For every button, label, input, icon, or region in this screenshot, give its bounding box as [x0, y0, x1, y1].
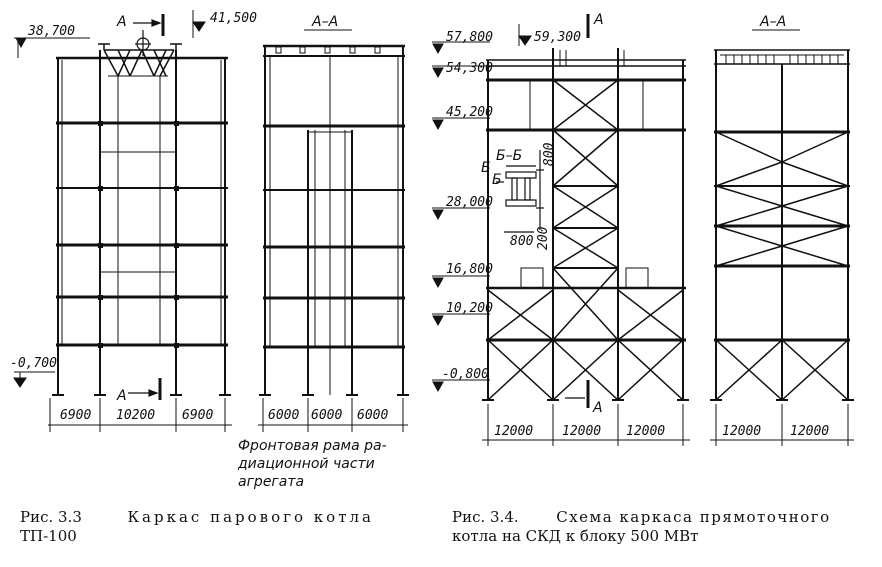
fig33-section-cut-mark — [128, 14, 165, 400]
fig34-caption-title: Схема каркаса прямоточного — [556, 508, 831, 526]
fig34-section-hangers — [720, 54, 844, 64]
fig34-elev-28000: 28,000 — [446, 195, 493, 210]
fig33-inner-lines — [61, 60, 222, 345]
fig34-elev-16800: 16,800 — [446, 262, 493, 277]
fig34-section-bracing — [715, 131, 849, 401]
fig33-section-inner — [269, 46, 399, 395]
fig33-top-elev-41500: 41,500 — [210, 11, 257, 26]
fig34-section-frame — [710, 49, 854, 401]
fig34-caption: Рис. 3.4. Схема каркаса прямоточного — [452, 508, 831, 527]
fig34-dim-2: 12000 — [562, 424, 601, 439]
fig34-dim-1: 12000 — [494, 424, 533, 439]
fig33-dim-3: 6900 — [182, 408, 213, 423]
fig34-elev-57800: 57,800 — [446, 30, 493, 45]
fig34-elev-45200: 45,200 — [446, 105, 493, 120]
fig34-section-dim-1: 12000 — [722, 424, 761, 439]
fig34-caption-line2: котла на СКД к блоку 500 МВт — [452, 527, 699, 545]
fig33-roof-truss — [98, 43, 182, 77]
fig34-dimension-line — [482, 404, 690, 446]
fig33-elev-minus0700: -0,700 — [10, 356, 57, 371]
fig34-dim-3: 12000 — [626, 424, 665, 439]
fig34-section-mark-top: A — [593, 12, 604, 28]
fig33-section-frame — [259, 44, 409, 396]
fig34-caption-number: Рис. 3.4. — [452, 508, 519, 526]
fig34-front-frame — [482, 48, 689, 401]
fig33-section-dim-3: 6000 — [357, 408, 388, 423]
fig34-detail-mark-side: Б — [492, 172, 502, 188]
fig33-elev-38700: 38,700 — [27, 24, 75, 39]
fig33-caption: Рис. 3.3 Каркас парового котла — [20, 508, 374, 527]
fig34-section-mark-bottom: A — [592, 400, 603, 416]
fig34-elev-10200: 10,200 — [446, 301, 493, 316]
fig34-elevation-markers — [432, 24, 532, 393]
fig33-section-dim-2: 6000 — [311, 408, 342, 423]
fig33-section-dimension-line — [258, 398, 408, 432]
fig33-caption-line2: ТП-100 — [20, 527, 77, 545]
fig33-section-dim-1: 6000 — [268, 408, 299, 423]
fig33-section-mark-bottom: A — [116, 388, 127, 404]
fig34-elev-54300: 54,300 — [446, 61, 493, 76]
fig33-caption-title: Каркас парового котла — [127, 508, 374, 526]
fig34-section-cut-mark — [565, 14, 590, 408]
fig34-section-dim-2: 12000 — [790, 424, 829, 439]
fig33-note-line3: агрегата — [238, 474, 304, 490]
fig33-dim-2: 10200 — [116, 408, 155, 423]
fig34-detail-bb — [496, 150, 544, 233]
fig34-detail-dim-mid: 200 — [536, 226, 551, 250]
fig34-top-elev-59300: 59,300 — [534, 30, 581, 45]
fig34-detail-title: Б–Б — [496, 148, 522, 164]
fig33-dimension-line — [48, 398, 232, 432]
fig33-section-title: A–A — [311, 14, 338, 30]
fig33-dim-1: 6900 — [60, 408, 91, 423]
fig34-section-title: A–A — [759, 14, 786, 30]
fig34-detail-dim-top: 800 — [542, 142, 557, 166]
fig34-detail-dim-bottom: 800 — [510, 234, 534, 249]
fig33-nodes — [98, 121, 179, 348]
fig33-note-line2: диационной части — [237, 456, 375, 472]
fig34-inner-lines — [520, 50, 649, 289]
fig34-detail-mark-top: Б — [481, 160, 491, 176]
fig34-section-dimension-line — [710, 404, 854, 446]
fig33-elevation-markers — [13, 10, 206, 388]
fig33-note-line1: Фронтовая рама ра- — [238, 438, 387, 454]
fig34-elev-minus0800: -0,800 — [442, 367, 489, 382]
fig33-caption-number: Рис. 3.3 — [20, 508, 82, 526]
fig33-front-frame — [56, 50, 228, 395]
fig34-x-bracing — [487, 79, 684, 401]
fig33-section-mark-top: A — [116, 14, 127, 30]
